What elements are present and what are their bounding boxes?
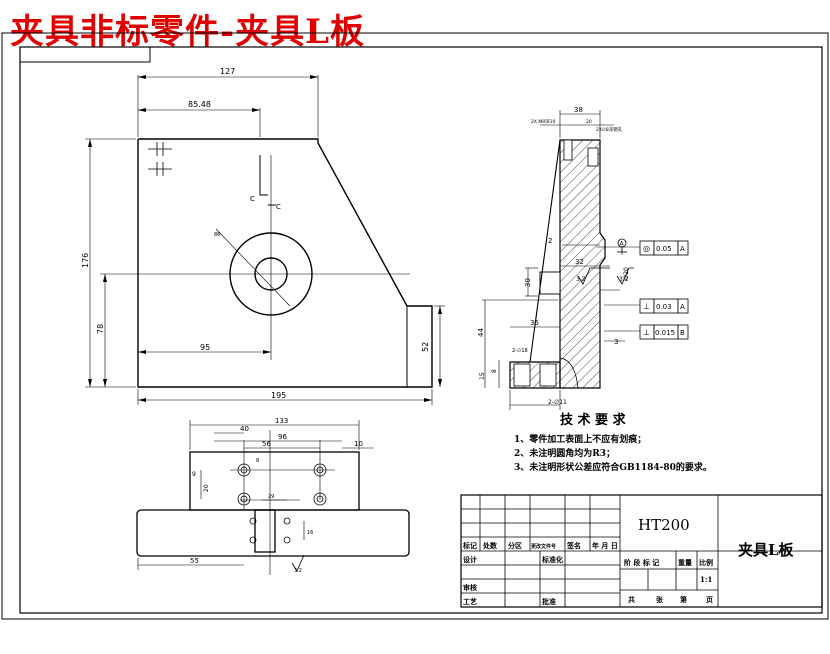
tb-gongyi: 工艺 — [463, 597, 477, 606]
top-view-outline — [136, 451, 410, 557]
front-centerlines — [100, 155, 410, 360]
side-note-left: 2X M8深10 — [531, 118, 555, 125]
section-c-label: C — [250, 195, 255, 203]
sheet-border — [1, 32, 829, 620]
top-dim-16: 16 — [307, 530, 313, 536]
side-dim-44: 44 — [477, 328, 485, 337]
top-view-holes — [237, 463, 327, 544]
side-note-right: 2X∅8深销孔 — [596, 126, 623, 133]
tech-req-title: 技 术 要 求 — [560, 412, 627, 428]
side-dim-phi20: ∅20 — [623, 267, 630, 280]
tol-1-datum: A — [680, 245, 685, 253]
side-dim-38: 38 — [574, 106, 583, 114]
tol-3-symbol: ⊥ — [643, 328, 650, 337]
top-dim-9: 9 — [192, 471, 196, 478]
side-dim-d18: 2-∅18 — [512, 348, 528, 354]
top-view-dimensions — [137, 420, 374, 570]
tb-chushu: 处数 — [482, 541, 498, 550]
tech-req-item-2: 2、未注明圆角均为R3； — [514, 447, 615, 459]
top-dim-96: 96 — [278, 433, 287, 441]
material-text: HT200 — [638, 516, 690, 534]
top-dim-133: 133 — [275, 417, 288, 425]
dim-195: 195 — [271, 391, 286, 400]
tb-biaozhunhua: 标准化 — [541, 555, 563, 564]
front-outline — [137, 138, 433, 388]
side-dim-15: 15 — [479, 372, 486, 380]
dim-bore: 88 — [214, 232, 220, 238]
dim-176: 176 — [81, 253, 90, 268]
tech-requirements: 技 术 要 求 1、零件加工表面上不应有划痕； 2、未注明圆角均为R3； 3、未… — [514, 412, 712, 473]
side-section-body — [559, 139, 606, 389]
tb-bili: 比例 — [699, 558, 713, 567]
tol-2-value: 0.03 — [656, 303, 672, 311]
tb-zhang: 张 — [656, 595, 664, 604]
top-dim-56: 56 — [262, 440, 271, 448]
dim-127: 127 — [220, 67, 235, 76]
side-rough-1: 3.2 — [576, 276, 586, 283]
tb-jieduan: 阶 段 标 记 — [624, 558, 659, 567]
side-dim-2: 2 — [548, 237, 552, 245]
tol-1-symbol: ◎ — [643, 244, 650, 253]
title-block: HT200 夹具L板 标记 处数 分区 更改文件号 签名 年 月 日 设计 标准… — [460, 494, 823, 608]
tb-gengai: 更改文件号 — [531, 543, 556, 550]
datum-a-marker — [617, 238, 627, 253]
side-dim-32: 32 — [575, 258, 584, 266]
top-dim-29: 29 — [268, 494, 274, 500]
side-view: A ◎ 0.05 A ⊥ 0.03 A ⊥ 0.015 B 38 2X M8深1… — [477, 106, 689, 410]
front-arrows — [88, 75, 442, 402]
side-dim-35: 35 — [530, 319, 539, 327]
tol-3-datum: B — [680, 329, 685, 337]
side-rough-2: 3.2 — [619, 276, 629, 283]
top-dim-10: 10 — [354, 440, 363, 448]
top-dim-8: 8 — [256, 458, 259, 464]
tb-gong: 共 — [628, 595, 635, 604]
banner-title: 夹具非标零件-夹具L板 — [10, 12, 366, 52]
tb-di: 第 — [680, 595, 687, 604]
top-view-roughness — [291, 554, 305, 572]
tb-ye: 页 — [706, 595, 713, 604]
dim-85-48: 85.48 — [188, 100, 211, 109]
dim-95: 95 — [200, 343, 210, 352]
front-dimensions — [85, 75, 445, 405]
part-name-text: 夹具L板 — [738, 541, 795, 559]
tb-qianming: 签名 — [566, 541, 581, 550]
tb-nianyueri: 年 月 日 — [592, 541, 618, 550]
tb-sheji: 设计 — [463, 555, 477, 564]
datum-a-label: A — [620, 241, 625, 248]
tol-2-symbol: ⊥ — [643, 302, 650, 311]
dim-78: 78 — [96, 324, 105, 334]
top-dim-20: 20 — [203, 484, 210, 492]
section-c-marker — [259, 155, 276, 206]
top-rough-label: 3.2 — [294, 568, 302, 574]
tb-shenhe: 审核 — [463, 583, 477, 592]
tb-fenqu: 分区 — [508, 541, 522, 550]
tolerance-frame-2 — [639, 298, 689, 314]
tolerance-frame-1 — [639, 240, 689, 256]
tb-scale: 1:1 — [700, 575, 712, 584]
roughness-marks — [577, 267, 634, 285]
tb-zhongliang: 重量 — [678, 558, 692, 567]
tol-1-value: 0.05 — [656, 245, 672, 253]
top-view: 133 40 96 56 10 9 20 55 29 16 8 3.2 — [136, 417, 410, 575]
tech-req-item-3: 3、未注明形状公差应符合GB1184-80的要求。 — [514, 461, 712, 473]
dim-52: 52 — [421, 342, 430, 352]
side-dim-3: 3 — [614, 338, 618, 346]
side-dim-8: 8 — [491, 369, 498, 373]
side-dim-30: 30 — [524, 278, 532, 287]
tb-biaoji: 标记 — [462, 541, 477, 550]
side-dimensions — [482, 110, 650, 410]
tol-2-datum: A — [680, 303, 685, 311]
tol-3-value: 0.015 — [655, 329, 675, 337]
tolerance-frame-3 — [639, 324, 689, 340]
tb-pizhun: 批准 — [542, 597, 556, 606]
top-dim-55: 55 — [190, 557, 199, 565]
section-c-label-2: C — [276, 203, 281, 211]
front-hole-marks — [148, 142, 172, 176]
tech-req-item-1: 1、零件加工表面上不应有划痕； — [514, 433, 646, 445]
side-dim-20: 20 — [586, 119, 592, 125]
front-view: C C — [81, 67, 445, 405]
top-dim-40: 40 — [240, 425, 249, 433]
side-dim-d11: 2-∅11 — [548, 399, 567, 406]
